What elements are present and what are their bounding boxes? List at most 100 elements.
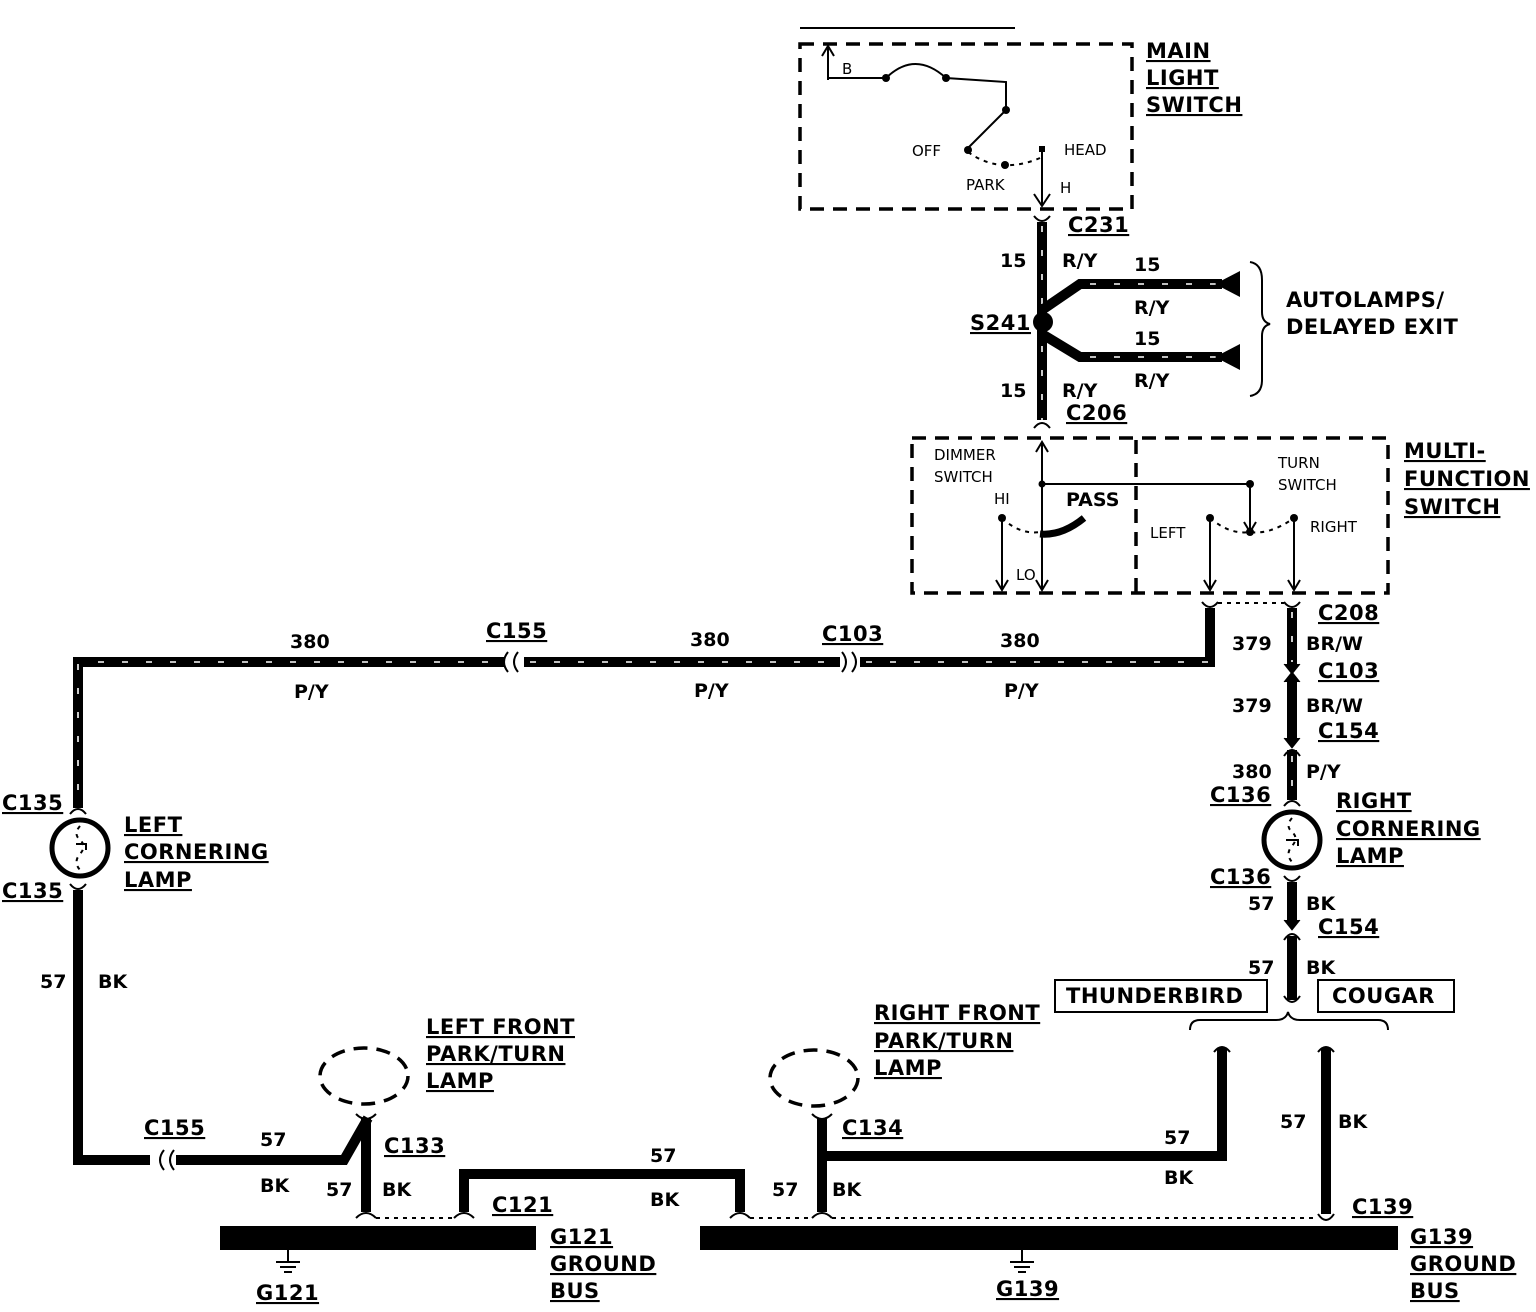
- turn-switch-label-2: SWITCH: [1278, 476, 1337, 494]
- left-cornering-label-3: LAMP: [124, 868, 192, 892]
- main-switch-park-label: PARK: [966, 176, 1006, 194]
- left-cornering-label-1: LEFT: [124, 813, 183, 837]
- g121-bus-label-1: G121: [550, 1225, 613, 1249]
- splice-s241-label: S241: [970, 311, 1031, 335]
- wire-380-seg3-color: P/Y: [1004, 680, 1039, 702]
- wire-57-c134-color: BK: [832, 1179, 862, 1201]
- dimmer-lo-label: LO: [1016, 566, 1036, 584]
- connector-c136-upper: C136: [1210, 783, 1271, 807]
- g139-bus-label-1: G139: [1410, 1225, 1473, 1249]
- wire-15-lower-circuit: 15: [1000, 380, 1026, 402]
- right-cornering-label-1: RIGHT: [1336, 789, 1412, 813]
- connector-c206: C206: [1066, 401, 1127, 425]
- multi-function-switch: DIMMER SWITCH HI LO PASS TURN SWITCH LEF…: [910, 436, 1390, 595]
- wire-57-right-upper-circuit: 57: [1248, 893, 1274, 915]
- right-cornering-label-3: LAMP: [1336, 844, 1404, 868]
- connector-c103-right: C103: [1318, 659, 1379, 683]
- g121-bus-label-3: BUS: [550, 1279, 600, 1303]
- g139-bus-label-2: GROUND: [1410, 1252, 1516, 1276]
- multi-function-label-1: MULTI-: [1404, 439, 1486, 463]
- left-cornering-lamp-symbol: [49, 817, 111, 879]
- circuit-380-wire: [69, 601, 1284, 815]
- wire-57-cougar-circuit: 57: [1280, 1111, 1306, 1133]
- connector-c103-mid: C103: [822, 622, 883, 646]
- wire-380-seg2-circuit: 380: [690, 629, 730, 651]
- connector-c135-lower: C135: [2, 879, 63, 903]
- g121-ground-bus-bar: [220, 1226, 536, 1250]
- wire-57-c133-color: BK: [382, 1179, 412, 1201]
- connector-c139: C139: [1352, 1195, 1413, 1219]
- wire-380-seg2-color: P/Y: [694, 680, 729, 702]
- connector-c154-lower: C154: [1318, 915, 1379, 939]
- wire-57-bridge-circuit: 57: [650, 1145, 676, 1167]
- wire-380-seg1-color: P/Y: [294, 681, 329, 703]
- circuit-379-wire: [1283, 601, 1301, 807]
- multi-function-label-2: FUNCTION: [1404, 467, 1530, 491]
- wire-57-left-circuit: 57: [40, 971, 66, 993]
- connector-c154-upper: C154: [1318, 719, 1379, 743]
- wire-57-c155-color: BK: [260, 1175, 290, 1197]
- dimmer-switch-label-2: SWITCH: [934, 468, 993, 486]
- right-front-label-3: LAMP: [874, 1056, 942, 1080]
- connector-c231: C231: [1068, 213, 1129, 237]
- connector-c134: C134: [842, 1116, 903, 1140]
- splice-s241-dot: [1033, 312, 1053, 332]
- wire-15-lower-color: R/Y: [1062, 380, 1098, 402]
- turn-switch-label-1: TURN: [1277, 454, 1320, 472]
- wire-57-right-upper-color: BK: [1306, 893, 1336, 915]
- main-switch-head-label: HEAD: [1064, 141, 1107, 159]
- wire-380-right-color: P/Y: [1306, 761, 1341, 783]
- connector-c208: C208: [1318, 601, 1379, 625]
- g121-ground-symbol: [276, 1250, 300, 1273]
- wire-57-thunderbird-circuit: 57: [1164, 1127, 1190, 1149]
- wire-379-upper-color: BR/W: [1306, 633, 1363, 655]
- g139-bus-label-3: BUS: [1410, 1279, 1460, 1303]
- main-light-switch: B OFF HEAD PARK H: [798, 42, 1134, 211]
- left-front-lamp-symbol: [318, 1046, 410, 1106]
- turn-right-label: RIGHT: [1310, 518, 1358, 536]
- left-cornering-label-2: CORNERING: [124, 840, 269, 864]
- right-cornering-lamp-symbol: [1261, 809, 1323, 871]
- wire-379-lower-color: BR/W: [1306, 695, 1363, 717]
- wire-57-right-mid-color: BK: [1306, 957, 1336, 979]
- wire-379-upper-circuit: 379: [1232, 633, 1272, 655]
- wire-15-branch1-color: R/Y: [1134, 297, 1170, 319]
- wire-57-c134-circuit: 57: [772, 1179, 798, 1201]
- right-front-label-2: PARK/TURN: [874, 1029, 1013, 1053]
- cougar-box: [1317, 979, 1455, 1013]
- cougar-label: COUGAR: [1332, 984, 1435, 1008]
- left-front-label-2: PARK/TURN: [426, 1042, 565, 1066]
- connector-c136-lower: C136: [1210, 865, 1271, 889]
- connector-c133: C133: [384, 1134, 445, 1158]
- wire-15-branch2-color: R/Y: [1134, 370, 1170, 392]
- wire-57-left-color: BK: [98, 971, 128, 993]
- left-57-wire: [69, 883, 1316, 1219]
- wire-380-seg1-circuit: 380: [290, 631, 330, 653]
- turn-left-label: LEFT: [1150, 524, 1186, 542]
- g139-label: G139: [996, 1277, 1059, 1301]
- wire-379-lower-circuit: 379: [1232, 695, 1272, 717]
- wire-15-branch1-circuit: 15: [1134, 254, 1160, 276]
- g121-label: G121: [256, 1281, 319, 1305]
- autolamps-label-1: AUTOLAMPS/: [1286, 288, 1445, 312]
- dimmer-pass-label: PASS: [1066, 489, 1119, 511]
- left-front-label-3: LAMP: [426, 1069, 494, 1093]
- wire-57-c133-circuit: 57: [326, 1179, 352, 1201]
- multi-function-label-3: SWITCH: [1404, 495, 1500, 519]
- thunderbird-label: THUNDERBIRD: [1066, 984, 1243, 1008]
- g121-bus-label-2: GROUND: [550, 1252, 656, 1276]
- main-light-switch-label-2: LIGHT: [1146, 66, 1219, 90]
- main-switch-b-terminal: B: [842, 60, 852, 78]
- main-light-switch-label-3: SWITCH: [1146, 93, 1242, 117]
- wire-15-branch2-circuit: 15: [1134, 328, 1160, 350]
- main-switch-h-label: H: [1060, 179, 1071, 197]
- dimmer-hi-label: HI: [994, 490, 1010, 508]
- right-front-label-1: RIGHT FRONT: [874, 1001, 1040, 1025]
- right-cornering-label-2: CORNERING: [1336, 817, 1481, 841]
- right-front-lamp-symbol: [768, 1048, 860, 1108]
- connector-c155-top: C155: [486, 619, 547, 643]
- left-front-label-1: LEFT FRONT: [426, 1015, 575, 1039]
- wire-57-right-mid-circuit: 57: [1248, 957, 1274, 979]
- thunderbird-box: [1054, 979, 1268, 1013]
